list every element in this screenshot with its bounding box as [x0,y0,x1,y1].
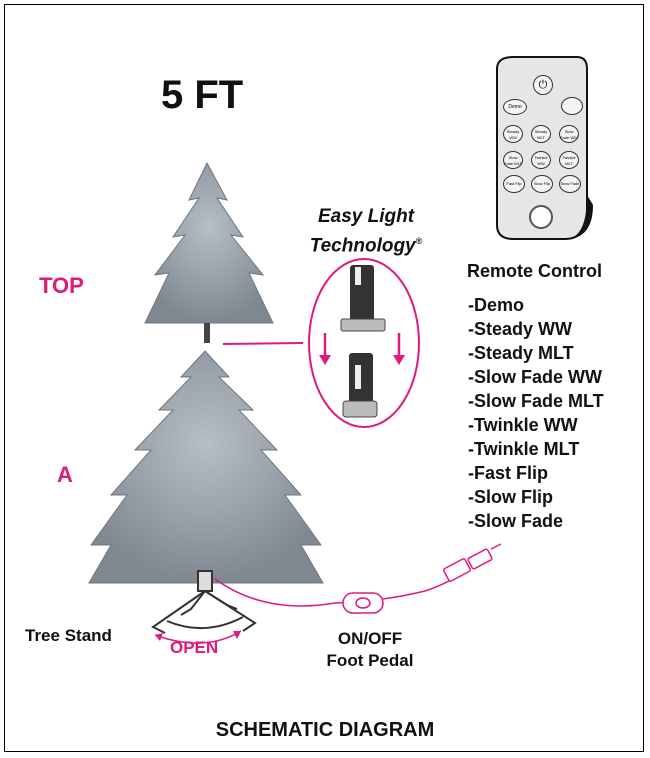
mode-item: -Demo [468,295,525,315]
registered-mark: ® [415,236,423,246]
open-arrow-arc [154,630,242,644]
section-a-label: A [57,462,73,487]
mode-item: -Twinkle WW [468,415,578,435]
mode-item: -Steady MLT [468,343,574,363]
pedal-line1: ON/OFF [337,629,403,648]
foot-pedal-label: ON/OFF Foot Pedal [305,628,435,672]
easy-light-label: Easy Light Technology® [301,205,431,258]
remote-mode-list: -Demo -Steady WW -Steady MLT -Slow Fade … [468,293,604,533]
mode-item: -Slow Fade WW [468,367,602,387]
mode-item: -Slow Fade [468,511,564,531]
tree-top-section [144,161,274,343]
power-plug-art [443,543,502,582]
diagram-frame: ⏻ Demo Steady WW Steady MLT Slow Fade WW… [4,4,644,752]
remote-control-title: Remote Control [467,261,602,281]
diagram-caption: SCHEMATIC DIAGRAM [215,719,435,741]
mode-item: -Twinkle MLT [468,439,580,459]
easy-light-line1: Easy Light [317,206,415,227]
easy-light-line2: Technology® [309,235,423,257]
tree-stand-label: Tree Stand [25,626,112,645]
tree-section-a [88,350,324,584]
mode-item: -Slow Fade MLT [468,391,604,411]
top-section-label: TOP [39,273,84,298]
mode-item: -Fast Flip [468,463,548,483]
mode-item: -Steady WW [468,319,573,339]
remote-control-art [496,56,593,240]
pedal-line2: Foot Pedal [326,651,414,670]
tree-stand-art [151,570,257,634]
open-label: OPEN [170,638,219,657]
tree-size-label: 5 FT [161,73,244,117]
easy-light-connector-art [308,258,420,428]
mode-item: -Slow Flip [468,487,553,507]
connector-leader-line [222,342,304,345]
foot-pedal-art [342,592,384,614]
